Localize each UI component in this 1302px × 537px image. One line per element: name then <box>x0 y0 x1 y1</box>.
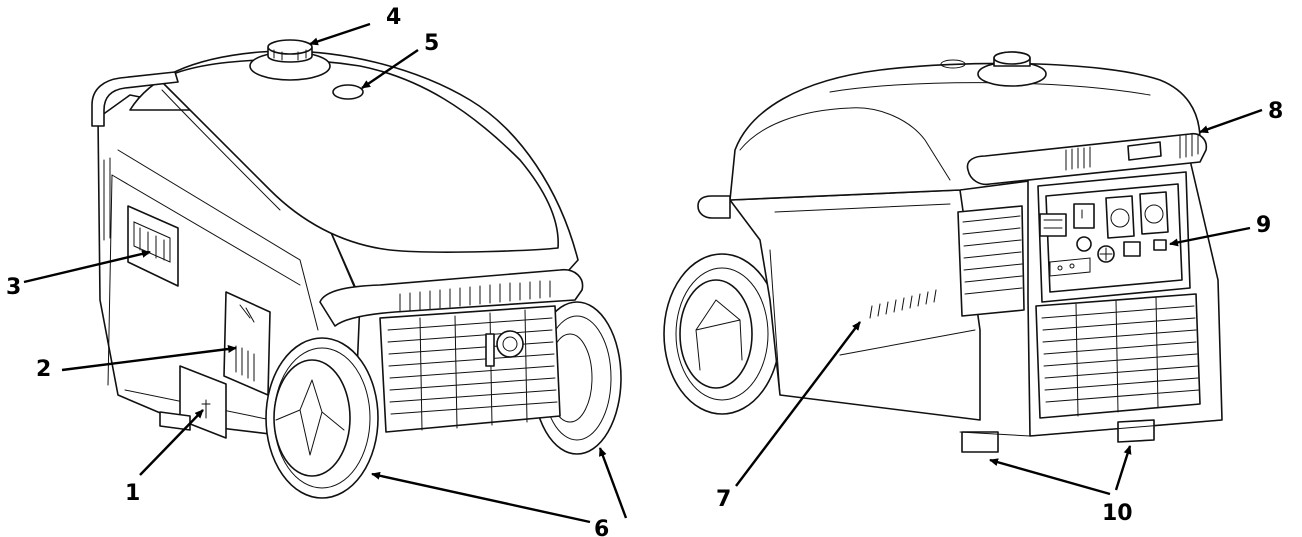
leader-10a <box>989 458 1111 496</box>
fuel-gauge <box>332 84 364 100</box>
side-vent <box>223 291 271 396</box>
front-wheel <box>265 337 379 499</box>
outlet-1 <box>1105 195 1135 239</box>
generator-right-view <box>663 51 1223 453</box>
top-cover-panel <box>159 59 559 253</box>
label-4: 4 <box>386 5 401 30</box>
foot-left <box>961 431 999 453</box>
label-6: 6 <box>594 517 609 537</box>
leader-8 <box>1199 108 1263 134</box>
foot-right <box>1117 419 1155 443</box>
leader-lines <box>23 22 1263 524</box>
leader-6a <box>371 471 591 524</box>
leader-5 <box>361 49 419 89</box>
leader-2 <box>61 345 237 372</box>
leader-6b <box>598 447 628 519</box>
part-labels: 1 2 3 4 5 6 7 8 9 10 <box>6 5 1283 537</box>
label-1: 1 <box>125 481 140 506</box>
carry-handle <box>91 71 179 127</box>
label-9: 9 <box>1256 213 1271 238</box>
side-vent-upper <box>103 157 111 241</box>
control-panel <box>1037 171 1191 303</box>
label-7: 7 <box>716 487 731 512</box>
rear-view-wheel <box>663 253 781 415</box>
label-3: 3 <box>6 275 21 300</box>
leader-9 <box>1169 226 1251 247</box>
label-10: 10 <box>1102 501 1133 526</box>
rear-grille <box>1035 293 1201 419</box>
label-2: 2 <box>36 357 51 382</box>
leader-1 <box>139 409 204 476</box>
generator-left-view <box>91 39 622 499</box>
side-vent-slots <box>869 289 937 319</box>
front-bar-grip <box>399 280 551 313</box>
leader-4 <box>309 22 371 46</box>
leader-10b <box>1114 445 1132 491</box>
rear-carry-handle <box>697 132 1208 219</box>
foot-front-left <box>159 411 191 431</box>
rear-fuel-cap <box>977 51 1047 87</box>
fuel-cap <box>249 39 331 81</box>
front-grille <box>379 305 561 433</box>
front-bar <box>319 268 584 327</box>
label-8: 8 <box>1268 99 1283 124</box>
rear-side-vent <box>957 205 1025 317</box>
side-handle <box>127 205 179 287</box>
access-panel <box>179 365 227 439</box>
leader-7 <box>735 321 861 487</box>
label-5: 5 <box>424 31 439 56</box>
outlet-2 <box>1139 191 1169 235</box>
leader-3 <box>23 249 151 284</box>
